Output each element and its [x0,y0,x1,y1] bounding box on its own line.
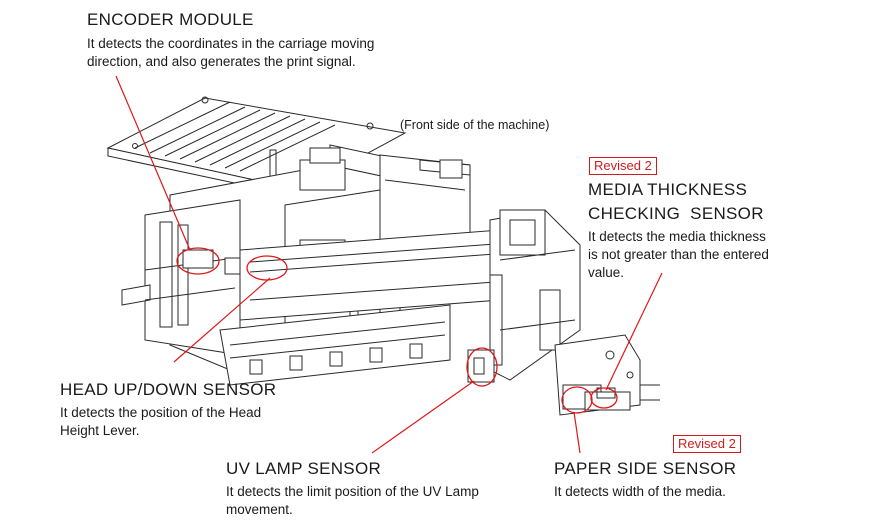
encoder-module-title: ENCODER MODULE [87,10,254,29]
media-thickness-highlight-circle [590,387,618,409]
media-thickness-title-line2: CHECKING SENSOR [588,204,764,223]
uv-lamp-sensor-title: UV LAMP SENSOR [226,459,382,478]
paper-side-revised-badge: Revised 2 [673,435,741,453]
uv-lamp-sensor-description: It detects the limit position of the UV … [226,484,479,517]
paper-side-sensor-title: PAPER SIDE SENSOR [554,459,737,478]
leader-lines [115,75,663,454]
media-thickness-title-line1: MEDIA THICKNESS [588,180,748,199]
media-thickness-description: It detects the media thickness is not gr… [588,229,769,280]
paper-side-highlight-circle [561,386,593,414]
front-side-note: (Front side of the machine) [400,118,550,132]
head-updown-sensor-description: It detects the position of the Head Heig… [60,405,262,438]
paper-side-leader-line [573,411,581,454]
encoder-leader-line [115,75,191,251]
head-updown-sensor-title: HEAD UP/DOWN SENSOR [60,380,277,399]
uv-lamp-leader-line [371,380,475,454]
head-updown-leader-line [173,277,271,363]
encoder-module-description: It detects the coordinates in the carria… [87,36,375,69]
paper-side-sensor-description: It detects width of the media. [554,484,726,499]
carriage-assembly-drawing [106,96,660,416]
highlight-circles [176,247,618,414]
uv-lamp-highlight-circle [466,347,498,387]
media-thickness-leader-line [605,272,663,391]
encoder-highlight-circle [176,247,220,275]
media-thickness-revised-badge: Revised 2 [589,157,657,175]
